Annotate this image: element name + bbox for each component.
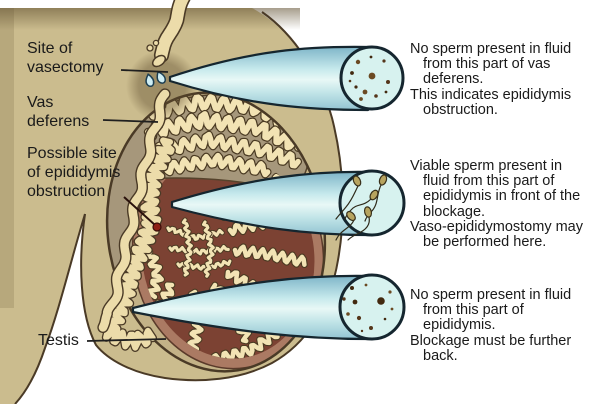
debris-speck: [390, 307, 394, 311]
debris-speck: [350, 71, 354, 75]
magnifier-circle-3: [338, 273, 406, 341]
debris-speck: [346, 312, 350, 316]
label-testis: Testis: [38, 332, 79, 349]
annotation-sentence: Viable sperm present in fluid from this …: [410, 158, 581, 220]
vasectomy-site-shadow: [126, 50, 198, 122]
debris-speck: [360, 329, 364, 333]
debris-speck: [364, 283, 368, 287]
obstruction-dot: [152, 222, 162, 232]
fluid-droplet: [145, 73, 155, 88]
cut-end-flare: [151, 54, 167, 68]
line-vas-deferens: [102, 119, 159, 123]
label-possible-obstruction-site: Possible site of epididymis obstruction: [27, 145, 121, 200]
debris-speck: [348, 79, 352, 83]
debris-speck: [356, 315, 362, 321]
label-lines: [86, 69, 169, 342]
annotation-sentence: This indicates epididymis obstruction.: [410, 86, 572, 118]
debris-speck: [386, 80, 390, 84]
label-site-of-vasectomy: Site of vasectomy: [27, 40, 104, 76]
annotation-vas-fluid: No sperm present in fluid from this part…: [410, 41, 588, 118]
debris-speck: [383, 317, 387, 321]
line-testis: [86, 338, 167, 342]
sperm-cell: [335, 210, 356, 241]
debris-speck: [352, 299, 358, 305]
annotation-sentence: Blockage must be further back.: [410, 332, 572, 364]
debris-speck: [369, 326, 373, 330]
sperm-cell: [347, 206, 373, 241]
cord-twist: [152, 39, 160, 47]
line-site-of-vasectomy: [120, 69, 169, 73]
debris-speck: [388, 290, 392, 294]
annotation-sentence: No sperm present in fluid from this part…: [410, 287, 572, 334]
magnifiers: [131, 45, 406, 341]
debris-speck: [368, 72, 376, 80]
sperm-cell: [344, 189, 379, 220]
annotation-sentence: No sperm present in fluid from this part…: [410, 41, 572, 88]
line-obstruction-site: [123, 196, 156, 226]
debris-speck: [374, 94, 378, 98]
debris-speck: [350, 286, 354, 290]
annotation-epididymis-front: Viable sperm present in fluid from this …: [410, 158, 588, 251]
debris-speck: [382, 59, 386, 63]
cord-twist: [146, 44, 154, 52]
annotation-sentence: Vaso-epididymostomy may be performed her…: [410, 218, 583, 251]
debris-speck: [369, 55, 373, 59]
debris-speck: [359, 97, 363, 101]
sperm-cell: [335, 175, 362, 220]
debris-speck: [354, 85, 358, 89]
scrotum-outline: [80, 11, 344, 382]
debris-speck: [342, 297, 346, 301]
annotation-epididymis-behind: No sperm present in fluid from this part…: [410, 287, 588, 364]
fluid-droplet: [156, 70, 166, 84]
magnifier-circle-1: [339, 45, 405, 111]
magnifier-circle-2: [335, 169, 406, 241]
debris-speck: [355, 59, 361, 65]
leg-crease-line: [14, 213, 86, 404]
label-vas-deferens: Vas deferens: [27, 94, 90, 130]
debris-speck: [377, 297, 385, 305]
debris-speck: [362, 89, 368, 95]
debris-speck: [384, 90, 388, 94]
ducts: [97, 0, 191, 352]
